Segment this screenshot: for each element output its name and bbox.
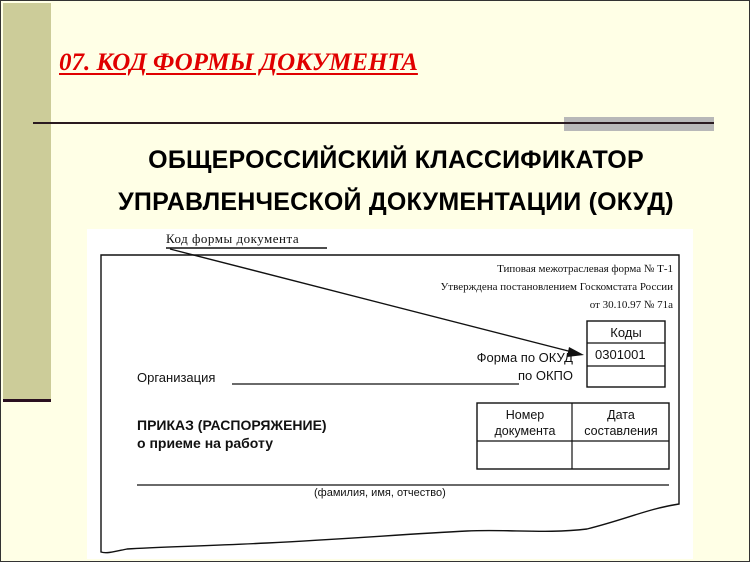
doc-number-header-line1: Номер [505, 408, 545, 422]
codes-header: Коды [610, 325, 642, 340]
date-header-line1: Дата [607, 408, 635, 422]
okud-label: Форма по ОКУД [476, 350, 573, 365]
fio-caption: (фамилия, имя, отчество) [314, 487, 446, 499]
slide-title: 07. КОД ФОРМЫ ДОКУМЕНТА [59, 49, 418, 76]
okpo-label: по ОКПО [517, 368, 573, 383]
okud-code-value: 0301001 [595, 347, 646, 362]
doc-number-header: Номер документа [479, 407, 571, 439]
date-header: Дата составления [573, 407, 669, 439]
form-code-label: Код формы документа [166, 231, 300, 246]
standard-form-line: Типовая межотраслевая форма № Т-1 [497, 263, 673, 275]
accent-bar [564, 117, 714, 131]
heading-line-2: УПРАВЛЕНЧЕСКОЙ ДОКУМЕНТАЦИИ (ОКУД) [118, 188, 674, 216]
doc-number-header-line2: документа [494, 424, 556, 438]
form-outline-graphic [100, 247, 680, 554]
heading-line-1: ОБЩЕРОССИЙСКИЙ КЛАССИФИКАТОР [148, 146, 644, 174]
title-divider [33, 122, 713, 124]
side-band-divider [3, 399, 51, 402]
accent-bar-line [564, 122, 714, 124]
order-title: ПРИКАЗ (РАСПОРЯЖЕНИЕ) [137, 417, 327, 433]
arrow-head-icon [567, 347, 584, 357]
organization-label: Организация [137, 370, 216, 385]
order-subtitle: о приеме на работу [137, 435, 274, 451]
date-header-line2: составления [584, 424, 658, 438]
approval-date-line: от 30.10.97 № 71а [589, 299, 673, 311]
approval-line: Утверждена постановлением Госкомстата Ро… [440, 281, 673, 293]
side-band-decoration [3, 3, 51, 401]
form-t1-image: Код формы документа Типовая межотраслева… [87, 229, 693, 559]
